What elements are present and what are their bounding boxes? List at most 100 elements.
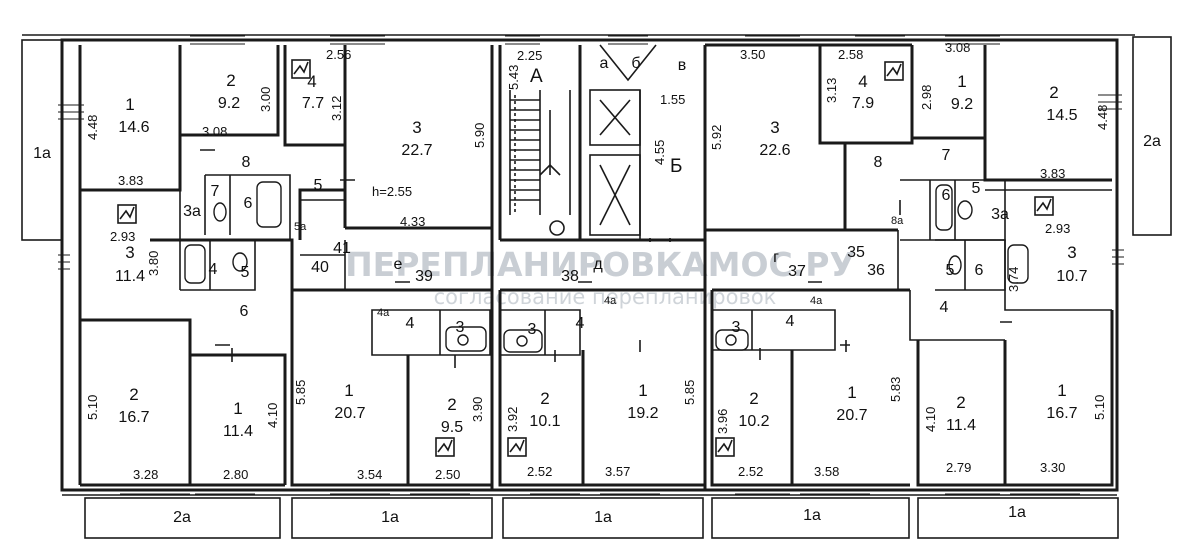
bc2-dim-3-57: 3.57 bbox=[605, 464, 630, 479]
bl-dim-5-10: 5.10 bbox=[85, 395, 100, 420]
stair-dim-1-55: 1.55 bbox=[660, 92, 685, 107]
tl-hall-8: 8 bbox=[242, 154, 251, 171]
bc2-bath-3: 3 bbox=[528, 321, 537, 338]
tr-room2-number: 2 bbox=[1049, 83, 1058, 102]
corridor-num-38: 38 bbox=[561, 268, 579, 285]
stair-flights bbox=[509, 90, 571, 236]
bc3-dim-5-83: 5.83 bbox=[888, 377, 903, 402]
bc1-dim-3-90: 3.90 bbox=[470, 397, 485, 422]
tr-dim-2-93: 2.93 bbox=[1045, 221, 1070, 236]
bl-dim-2-80: 2.80 bbox=[223, 467, 248, 482]
tr-wc-6: 6 bbox=[975, 262, 984, 279]
bc3-room1-number: 1 bbox=[847, 383, 856, 402]
bc1-dim-3-54: 3.54 bbox=[357, 467, 382, 482]
tl-bath-6: 6 bbox=[244, 195, 253, 212]
tl-bath-4: 4 bbox=[209, 261, 218, 278]
corridor-label-d: д bbox=[593, 256, 603, 273]
tr-kitchen-number: 3 bbox=[1067, 243, 1076, 262]
balcony-right bbox=[1132, 36, 1172, 236]
tr-hall-8: 8 bbox=[874, 154, 883, 171]
tl-dim-2-56: 2.56 bbox=[326, 47, 351, 62]
bc1-room2-number: 2 bbox=[447, 395, 456, 414]
corridor-num-36: 36 bbox=[867, 262, 885, 279]
bc1-room-4a: 4а bbox=[377, 307, 390, 319]
tl-dim-3-12: 3.12 bbox=[329, 96, 344, 121]
tl-kitchen-number: 3 bbox=[125, 243, 134, 262]
windows-sides bbox=[58, 94, 1124, 270]
tr-dim-3-13: 3.13 bbox=[824, 78, 839, 103]
tl-wc-7: 7 bbox=[211, 183, 220, 200]
balcony-bottom-label-5: 1а bbox=[1008, 504, 1026, 521]
tl-dim-3-00: 3.00 bbox=[258, 87, 273, 112]
bc1-dim-2-50: 2.50 bbox=[435, 467, 460, 482]
balcony-bottom-2 bbox=[291, 497, 493, 539]
tl-room1-number: 1 bbox=[125, 95, 134, 114]
bc2-room-4a: 4а bbox=[604, 295, 617, 307]
tr-bath-6: 6 bbox=[942, 187, 951, 204]
tr-room1-area: 9.2 bbox=[951, 96, 973, 113]
tl-ceiling-height: h=2.55 bbox=[372, 184, 412, 199]
br-room2-area: 11.4 bbox=[946, 417, 976, 434]
tr-bath-5: 5 bbox=[946, 262, 955, 279]
tl-dim-4-48: 4.48 bbox=[85, 115, 100, 140]
elevator-shafts bbox=[589, 44, 657, 240]
tl-room4-number: 4 bbox=[307, 72, 316, 91]
balcony-bottom-5 bbox=[917, 497, 1119, 539]
balcony-bottom-label-4: 1а bbox=[803, 507, 821, 524]
tl-hall-6: 6 bbox=[240, 303, 249, 320]
tr-room4-area: 7.9 bbox=[852, 95, 874, 112]
lift-label-a-small: а bbox=[600, 55, 609, 72]
tl-room2-number: 2 bbox=[226, 71, 235, 90]
tl-dim-3-08: 3.08 bbox=[202, 124, 227, 139]
corridor-num-39: 39 bbox=[415, 268, 433, 285]
stair-dim-5-43: 5.43 bbox=[506, 65, 521, 90]
tl-dim-4-33: 4.33 bbox=[400, 214, 425, 229]
tr-kitchen-area: 10.7 bbox=[1056, 268, 1087, 285]
tl-dim-3-80: 3.80 bbox=[146, 251, 161, 276]
bc1-room1-number: 1 bbox=[344, 381, 353, 400]
tl-room-3a: 3а bbox=[183, 203, 201, 220]
tr-dim-4-48: 4.48 bbox=[1095, 105, 1110, 130]
tl-dim-3-83: 3.83 bbox=[118, 173, 143, 188]
bc3-bath-3: 3 bbox=[732, 319, 741, 336]
corridor-doors bbox=[344, 230, 899, 290]
tr-room3-area: 22.6 bbox=[759, 142, 790, 159]
tr-room-3a: 3а bbox=[991, 206, 1009, 223]
bc3-room2-number: 2 bbox=[749, 389, 758, 408]
corridor-num-41: 41 bbox=[333, 240, 351, 257]
bl-room1-number: 1 bbox=[233, 399, 242, 418]
bc2-room2-area: 10.1 bbox=[529, 413, 560, 430]
tr-room-8a: 8а bbox=[891, 215, 904, 227]
tr-dim-2-98: 2.98 bbox=[919, 85, 934, 110]
corridor-num-40: 40 bbox=[311, 259, 329, 276]
bc1-bath-3: 3 bbox=[456, 319, 465, 336]
bc3-room1-area: 20.7 bbox=[836, 407, 867, 424]
outer-wall bbox=[60, 38, 1119, 492]
balcony-left-label: 1а bbox=[33, 145, 51, 162]
br-dim-2-79: 2.79 bbox=[946, 460, 971, 475]
bc2-dim-2-52: 2.52 bbox=[527, 464, 552, 479]
balcony-bottom-1 bbox=[84, 497, 281, 539]
tr-room2-area: 14.5 bbox=[1046, 107, 1077, 124]
br-dim-5-10: 5.10 bbox=[1092, 395, 1107, 420]
br-room1-number: 1 bbox=[1057, 381, 1066, 400]
corridor-label-g: г bbox=[773, 249, 779, 266]
tl-room3-number: 3 bbox=[412, 118, 421, 137]
bl-room2-area: 16.7 bbox=[118, 409, 149, 426]
stair-dim-4-55: 4.55 bbox=[652, 140, 667, 165]
corridor-num-37: 37 bbox=[788, 263, 806, 280]
balcony-left bbox=[21, 39, 63, 241]
tr-room4-number: 4 bbox=[858, 72, 867, 91]
balcony-bottom-label-2: 1а bbox=[381, 509, 399, 526]
tl-kitchen-area: 11.4 bbox=[115, 268, 145, 285]
bc1-hall-4: 4 bbox=[406, 315, 415, 332]
tr-dim-3-83: 3.83 bbox=[1040, 166, 1065, 181]
balcony-bottom-3 bbox=[502, 497, 704, 539]
stair-label-a: А bbox=[530, 66, 543, 87]
tr-room3-number: 3 bbox=[770, 118, 779, 137]
ventilation-symbols bbox=[117, 59, 1054, 457]
lift-label-b-small: б bbox=[631, 55, 640, 72]
watermark-site: ПЕРЕПЛАНИРОВКАМОС.РУ bbox=[345, 245, 855, 284]
bc2-room1-number: 1 bbox=[638, 381, 647, 400]
bc2-dim-5-85: 5.85 bbox=[682, 380, 697, 405]
